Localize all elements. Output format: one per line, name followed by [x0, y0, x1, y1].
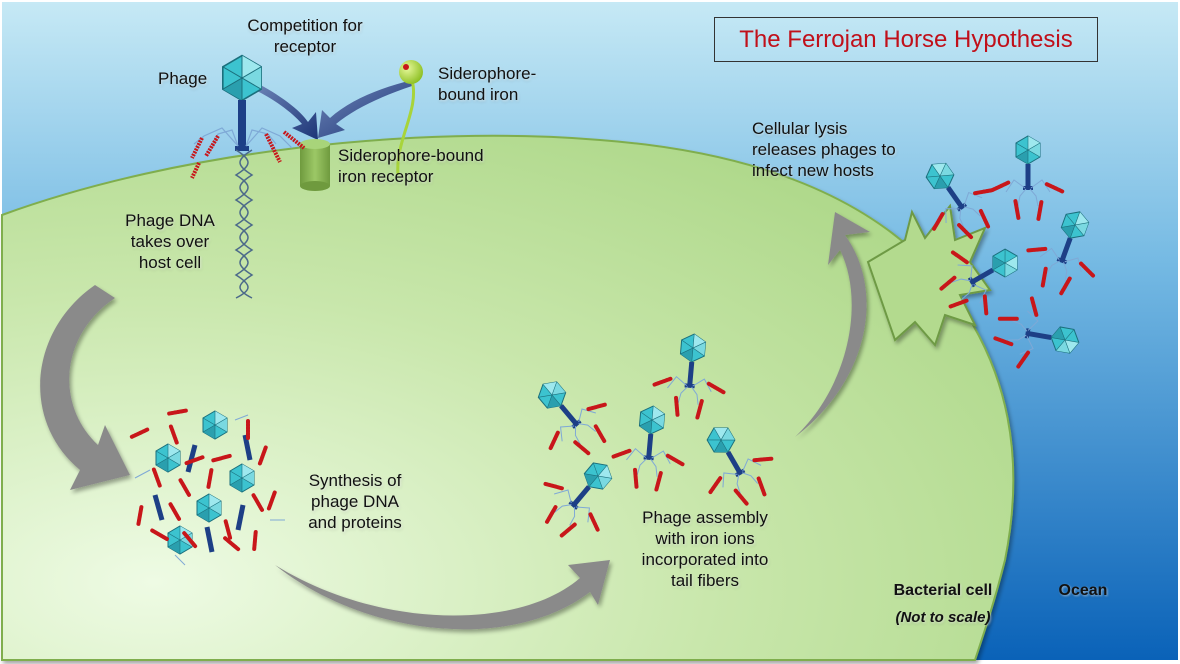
- diagram-title: The Ferrojan Horse Hypothesis: [714, 17, 1098, 62]
- label-line: bound iron: [438, 85, 519, 104]
- label-line: Competition for: [247, 16, 363, 35]
- synthesis-parts-cluster: [129, 408, 285, 566]
- label-line: Phage DNA: [125, 211, 215, 230]
- iron-ion-icon: [403, 64, 409, 70]
- label-line: Siderophore-: [438, 64, 537, 83]
- label-assembly: Phage assembly with iron ions incorporat…: [620, 507, 790, 591]
- label-line: Siderophore-bound: [338, 146, 484, 165]
- label-line: with iron ions: [655, 529, 755, 548]
- label-line: receptor: [273, 37, 337, 56]
- label-receptor: Siderophore-bound iron receptor: [338, 145, 484, 187]
- receptor-icon: [300, 139, 330, 191]
- competition-arrow-from-siderophore: [318, 80, 412, 138]
- label-competition: Competition for receptor: [230, 15, 380, 57]
- label-line: incorporated into: [641, 550, 769, 569]
- label-line: host cell: [138, 253, 202, 272]
- label-ocean: Ocean: [1058, 582, 1108, 599]
- label-line: iron receptor: [338, 167, 434, 186]
- competition-arrow-from-phage: [255, 82, 318, 140]
- siderophore-icon: [399, 60, 423, 84]
- label-line: tail fibers: [670, 571, 740, 590]
- label-not-to-scale: (Not to scale): [895, 609, 991, 626]
- label-phage: Phage: [158, 69, 208, 88]
- label-line: and proteins: [308, 513, 402, 532]
- label-siderophore-iron: Siderophore- bound iron: [438, 63, 536, 105]
- label-dna-takeover: Phage DNA takes over host cell: [110, 210, 230, 273]
- label-line: Cellular lysis: [752, 119, 848, 138]
- label-lysis: Cellular lysis releases phages to infect…: [752, 118, 896, 181]
- label-line: infect new hosts: [752, 161, 874, 180]
- arrow-takeover-to-synthesis: [40, 285, 130, 490]
- label-synthesis: Synthesis of phage DNA and proteins: [290, 470, 420, 533]
- label-line: Phage assembly: [642, 508, 768, 527]
- label-bacterial-cell: Bacterial cell: [893, 582, 993, 599]
- label-line: phage DNA: [311, 492, 399, 511]
- phage-icon: [190, 54, 306, 179]
- label-line: Synthesis of: [308, 471, 402, 490]
- label-line: releases phages to: [752, 140, 896, 159]
- label-line: takes over: [130, 232, 210, 251]
- dna-helix-icon: [234, 149, 254, 299]
- arrow-assembly-to-lysis: [795, 212, 870, 437]
- siderophore-tether: [396, 79, 415, 176]
- arrow-synthesis-to-assembly: [275, 560, 610, 630]
